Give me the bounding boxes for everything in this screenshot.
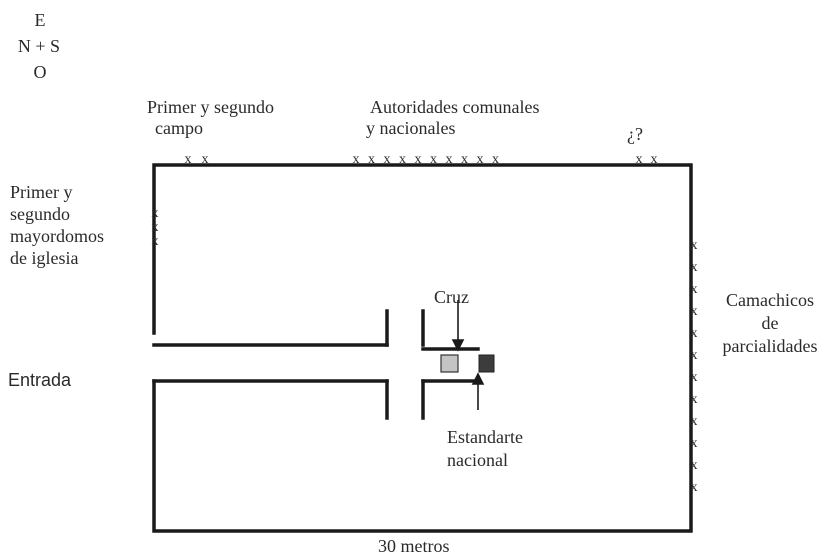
pointer-arrows	[451, 300, 485, 410]
person-marker-top-center: x	[415, 152, 422, 167]
plaza-walls	[152, 163, 693, 533]
label-camachicos: Camachicos de parcialidades	[706, 289, 834, 358]
cross-arrow-head	[451, 339, 465, 352]
person-marker-top-center: x	[477, 152, 484, 167]
person-marker-right: x	[691, 480, 698, 495]
person-marker-top-center: x	[384, 152, 391, 167]
label-cross: Cruz	[434, 287, 469, 307]
label-mayordomos: Primer y segundo mayordomos de iglesia	[10, 181, 104, 269]
label-line: mayordomos	[10, 226, 104, 246]
label-autoridades: Autoridades comunales y nacionales	[366, 97, 540, 139]
person-marker-left: x	[152, 234, 159, 249]
person-marker-left: x	[152, 206, 159, 221]
person-marker-right: x	[691, 304, 698, 319]
compass-north-south: N + S	[17, 36, 61, 56]
label-line: parcialidades	[722, 336, 818, 356]
compass-east: E	[34, 10, 46, 30]
person-marker-right: x	[691, 348, 698, 363]
person-marker-top-left: x	[185, 152, 192, 167]
wall-upper	[152, 163, 693, 533]
person-marker-top-center: x	[461, 152, 468, 167]
person-marker-top-center: x	[430, 152, 437, 167]
label-unknown: ¿?	[627, 124, 643, 144]
flag-arrow-head	[471, 372, 485, 385]
person-marker-right: x	[691, 282, 698, 297]
person-marker-right: x	[691, 238, 698, 253]
person-marker-top-right: x	[636, 152, 643, 167]
person-marker-top-center: x	[492, 152, 499, 167]
label-line: Primer y	[10, 182, 73, 202]
person-marker-left: x	[152, 220, 159, 235]
person-marker-right: x	[691, 392, 698, 407]
label-line: Autoridades comunales	[370, 97, 540, 117]
person-marker-top-right: x	[651, 152, 658, 167]
label-primer-segundo-campo: Primer y segundo campo	[147, 97, 274, 139]
person-marker-right: x	[691, 458, 698, 473]
label-line: campo	[155, 118, 203, 138]
person-marker-right: x	[691, 326, 698, 341]
label-flag: Estandarte nacional	[447, 426, 523, 472]
label-line: y nacionales	[366, 118, 456, 138]
label-entrance: Entrada	[8, 370, 72, 390]
label-line: nacional	[447, 450, 508, 470]
person-marker-top-left: x	[202, 152, 209, 167]
person-marker-right: x	[691, 436, 698, 451]
label-line: segundo	[10, 204, 70, 224]
person-marker-top-center: x	[368, 152, 375, 167]
label-line: Primer y segundo	[147, 97, 274, 117]
cross-square	[440, 354, 459, 373]
person-marker-top-center: x	[399, 152, 406, 167]
label-scale: 30 metros	[378, 536, 450, 556]
label-line: de	[761, 313, 779, 333]
flag-square	[478, 354, 495, 373]
person-marker-top-center: x	[446, 152, 453, 167]
person-marker-top-center: x	[353, 152, 360, 167]
person-marker-right: x	[691, 414, 698, 429]
compass-west: O	[33, 62, 47, 82]
label-line: Estandarte	[447, 427, 523, 447]
person-marker-right: x	[691, 260, 698, 275]
person-marker-right: x	[691, 370, 698, 385]
label-line: Camachicos	[726, 290, 814, 310]
label-line: de iglesia	[10, 248, 79, 268]
